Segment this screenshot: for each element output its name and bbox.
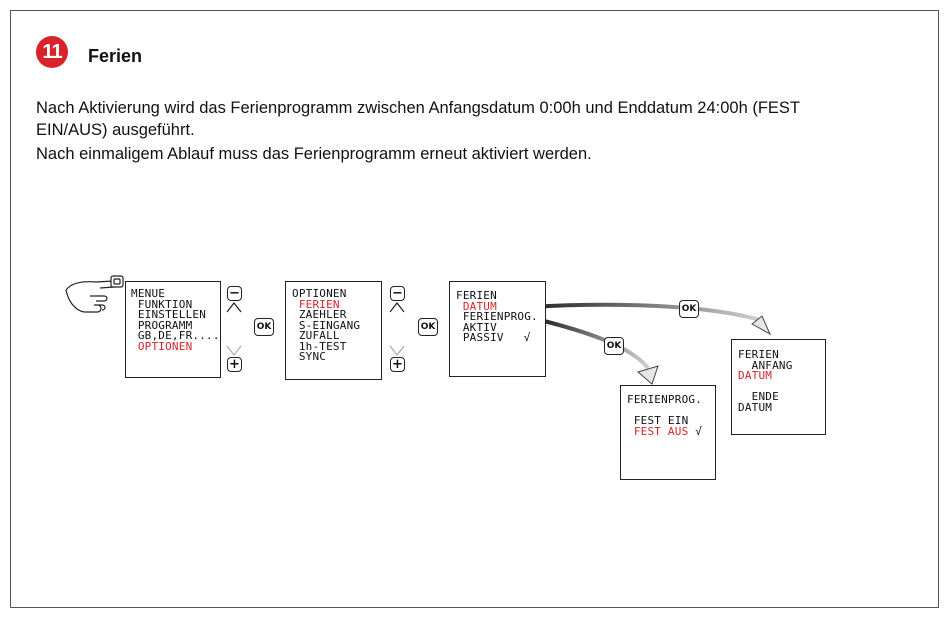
optionen-line: ZAEHLER [292, 308, 347, 321]
description-line-1: Nach Aktivierung wird das Ferienprogramm… [36, 99, 800, 117]
screen-optionen: OPTIONEN FERIEN ZAEHLER S-EINGANG ZUFALL… [285, 281, 382, 380]
description-line-3: Nach einmaligem Ablauf muss das Ferienpr… [36, 145, 592, 163]
hand-icon [65, 275, 124, 313]
ok-key[interactable]: OK [254, 318, 274, 336]
scroll-arrow-2 [389, 302, 405, 356]
check-icon: √ [695, 424, 703, 438]
datum-line: ANFANG [738, 358, 793, 372]
ferien-line: FERIENPROG. [456, 310, 538, 323]
description-line-2: EIN/AUS) ausgeführt. [36, 121, 195, 139]
optionen-line: ZUFALL [292, 329, 340, 342]
datum-line-selected: DATUM [738, 369, 773, 382]
plus-key[interactable]: + [390, 357, 405, 372]
menu-line-selected: OPTIONEN [131, 339, 193, 353]
section-title: Ferien [88, 46, 143, 66]
ok-key[interactable]: OK [679, 300, 699, 318]
ferien-line: AKTIV [456, 320, 497, 334]
screen-ferienprog: FERIENPROG. FEST EIN FEST AUS √ [620, 385, 716, 480]
optionen-line-selected: FERIEN [292, 297, 340, 311]
scroll-arrow-1 [226, 302, 242, 356]
optionen-line: 1h-TEST [292, 339, 347, 353]
ok-key[interactable]: OK [604, 337, 624, 355]
minus-key[interactable]: − [390, 286, 405, 301]
ferienprog-line-selected: FEST AUS √ [627, 424, 715, 438]
menu-line: GB,DE,FR.... [131, 329, 220, 342]
arrow-datum-to-dates [529, 302, 772, 336]
menu-line: MENUE [131, 287, 166, 300]
menu-line: EINSTELLEN [131, 308, 207, 321]
menu-line: FUNKTION [131, 297, 193, 311]
passiv-label: PASSIV [456, 331, 504, 344]
optionen-line: S-EINGANG [292, 318, 361, 332]
screen-menu: MENUE FUNKTION EINSTELLEN PROGRAMM GB,DE… [125, 281, 221, 378]
page-frame [10, 10, 939, 608]
screen-datum: FERIEN ANFANG DATUM ENDE DATUM [731, 339, 826, 435]
step-number-badge: 11 [36, 36, 68, 68]
optionen-line: OPTIONEN [292, 287, 347, 300]
ferien-line-selected: DATUM [456, 299, 497, 313]
plus-key[interactable]: + [227, 357, 242, 372]
ferienprog-line: FEST EIN [627, 414, 689, 427]
optionen-line: SYNC [292, 350, 327, 363]
arrow-ferienprog-to-options [539, 318, 659, 385]
ferienprog-line: FERIENPROG. [627, 393, 703, 406]
menu-line: PROGRAMM [131, 318, 193, 332]
ferien-line: FERIEN [456, 289, 497, 302]
datum-line: ENDE [738, 390, 779, 403]
ok-key[interactable]: OK [418, 318, 438, 336]
datum-line: FERIEN [738, 348, 779, 361]
ferien-line-passiv: PASSIV √ [456, 331, 545, 344]
minus-key[interactable]: − [227, 286, 242, 301]
fest-aus-label: FEST AUS [627, 424, 689, 438]
screen-ferien: FERIEN DATUM FERIENPROG. AKTIV PASSIV √ [449, 281, 546, 377]
datum-line: DATUM [738, 400, 773, 414]
check-icon: √ [523, 331, 531, 344]
